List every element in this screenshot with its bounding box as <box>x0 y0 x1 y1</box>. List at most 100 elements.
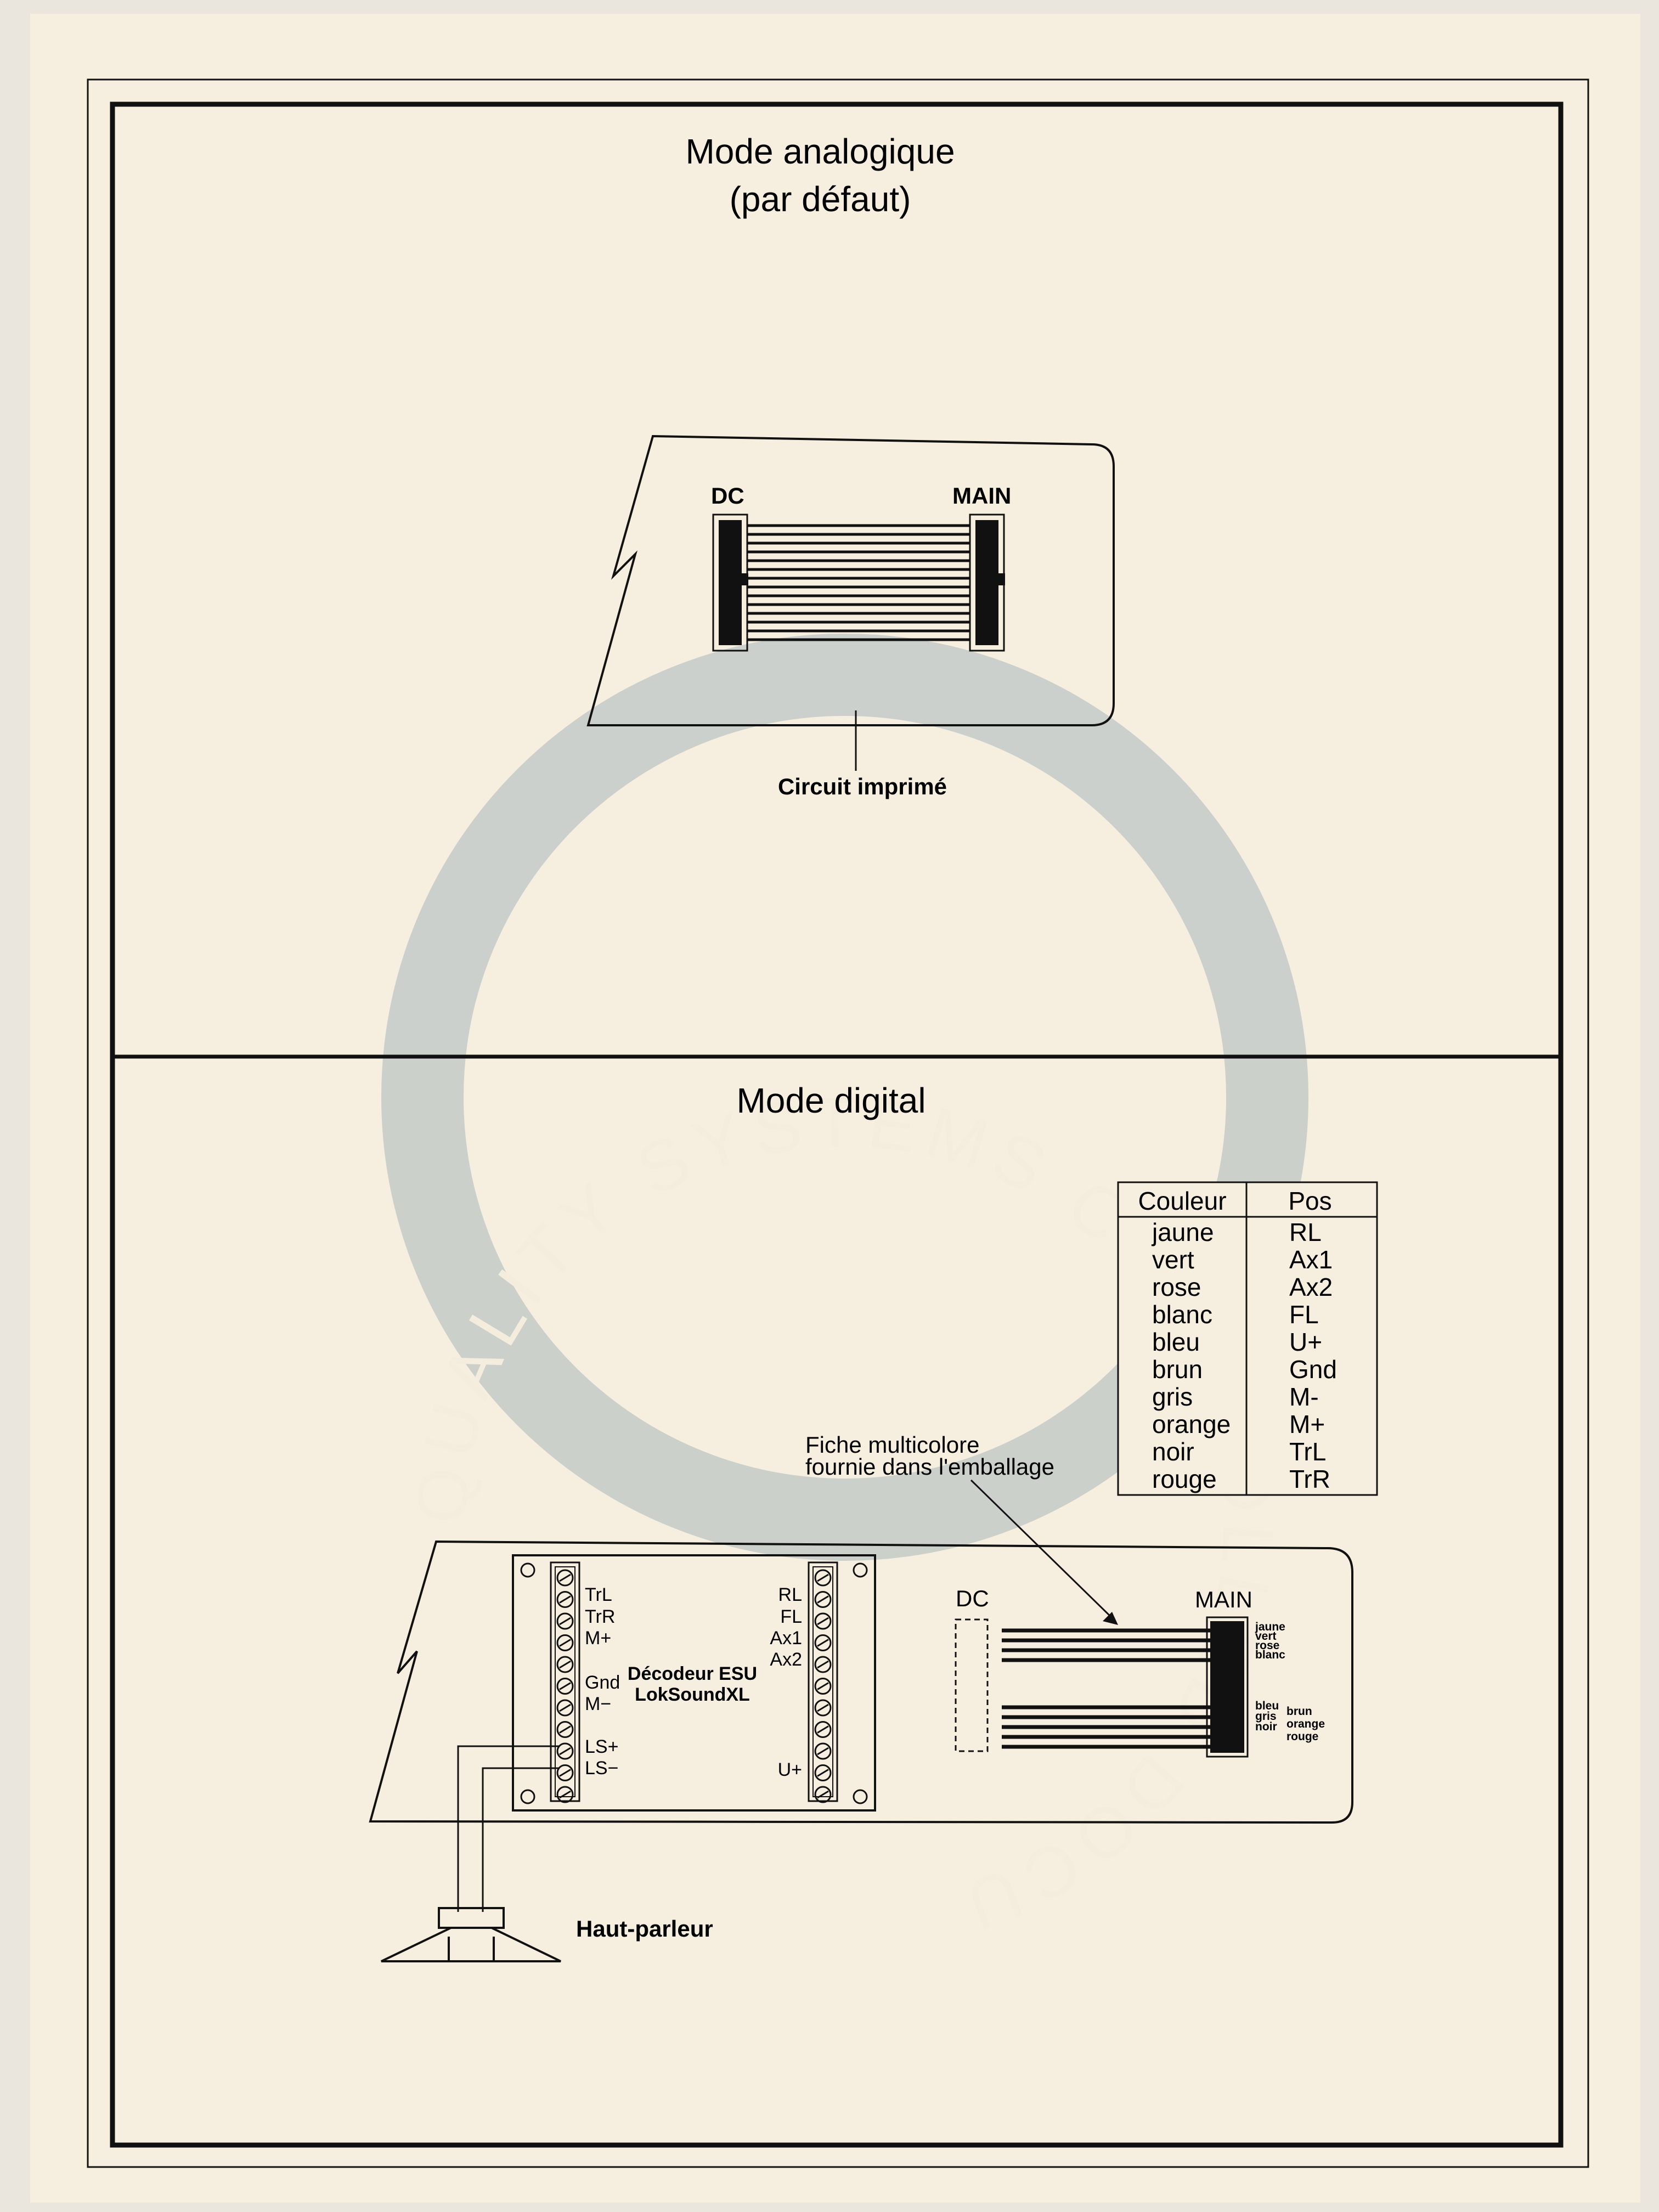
terminal-screw <box>556 1569 574 1587</box>
table-cell-color: vert <box>1152 1245 1194 1274</box>
table-cell-pos: TrR <box>1289 1465 1330 1493</box>
wire-color-label: vert <box>1255 1630 1277 1643</box>
table-cell-pos: M- <box>1289 1383 1319 1411</box>
table-cell-pos: RL <box>1289 1218 1322 1246</box>
terminal-screw <box>814 1678 832 1695</box>
terminal-screw <box>814 1656 832 1673</box>
table-cell-color: gris <box>1152 1383 1193 1411</box>
digital-board-outline <box>369 1540 1353 1824</box>
wire-color-label: bleu <box>1255 1700 1279 1712</box>
terminal-screw <box>556 1634 574 1651</box>
wire-color-label: rouge <box>1286 1730 1318 1743</box>
table-cell-pos: Ax2 <box>1289 1273 1333 1301</box>
table-cell-color: rouge <box>1152 1465 1217 1493</box>
multicolor-plug-wires <box>1002 1628 1210 1749</box>
terminal-screw <box>814 1786 832 1803</box>
terminal-screw <box>556 1742 574 1760</box>
paper <box>30 14 1640 2203</box>
left-terminal-block <box>550 1561 580 1803</box>
speaker-wires <box>457 1745 560 1912</box>
pin-label-right: Ax2 <box>770 1649 802 1670</box>
right-terminal-block <box>808 1561 838 1803</box>
terminal-screw <box>814 1612 832 1630</box>
decoder-name-line2: LokSoundXL <box>635 1684 750 1705</box>
pcb-label: Circuit imprimé <box>778 774 947 799</box>
terminal-screw <box>814 1634 832 1651</box>
table-cell-pos: U+ <box>1289 1328 1322 1356</box>
pin-label-left: LS+ <box>585 1736 618 1757</box>
inner-frame <box>110 101 1564 2148</box>
pin-label-left: TrR <box>585 1606 615 1627</box>
table-cell-color: orange <box>1152 1410 1231 1438</box>
table-cell-pos: Ax1 <box>1289 1245 1333 1274</box>
table-cell-pos: TrL <box>1289 1437 1326 1466</box>
table-cell-color: noir <box>1152 1437 1194 1466</box>
terminal-screw <box>556 1612 574 1630</box>
digital-dc-socket <box>955 1618 989 1752</box>
terminal-screw <box>814 1742 832 1760</box>
table-header-pos: Pos <box>1288 1187 1331 1215</box>
wire-color-label: jaune <box>1255 1621 1285 1633</box>
table-cell-pos: M+ <box>1289 1410 1325 1438</box>
analog-title: Mode analogique <box>685 132 955 171</box>
pin-label-left: Gnd <box>585 1672 620 1693</box>
plug-label-line2: fournie dans l'emballage <box>805 1454 1054 1480</box>
table-cell-color: jaune <box>1151 1218 1214 1246</box>
wire-color-label: blanc <box>1255 1649 1285 1661</box>
table-cell-color: brun <box>1152 1355 1203 1384</box>
pin-label-left: TrL <box>585 1584 612 1605</box>
wire-color-label: rose <box>1255 1639 1279 1652</box>
terminal-screw <box>556 1591 574 1608</box>
analog-main-label: MAIN <box>952 483 1011 509</box>
terminal-screw <box>556 1764 574 1781</box>
terminal-screw <box>556 1699 574 1717</box>
speaker-icon <box>381 1907 561 1962</box>
table-header-color: Couleur <box>1138 1187 1226 1215</box>
analog-jumper-wires <box>747 524 970 641</box>
analog-pcb-outline <box>586 435 1115 726</box>
terminal-screw <box>556 1721 574 1738</box>
speaker-label: Haut-parleur <box>576 1916 713 1942</box>
terminal-screw <box>556 1678 574 1695</box>
digital-main-connector <box>1210 1621 1244 1753</box>
mounting-hole <box>853 1789 868 1804</box>
terminal-screw <box>556 1786 574 1803</box>
terminal-screw <box>814 1764 832 1781</box>
table-cell-color: blanc <box>1152 1300 1212 1329</box>
analog-dc-label: DC <box>711 483 744 509</box>
pin-label-right: U+ <box>778 1759 802 1780</box>
terminal-screw <box>814 1591 832 1608</box>
terminal-screw <box>814 1699 832 1717</box>
terminal-screw <box>556 1656 574 1673</box>
table-cell-pos: Gnd <box>1289 1355 1337 1384</box>
table-cell-pos: FL <box>1289 1300 1319 1329</box>
digital-main-label: MAIN <box>1195 1587 1252 1612</box>
wire-color-label: noir <box>1255 1720 1277 1733</box>
analog-dc-connector <box>712 514 748 652</box>
decoder-body <box>512 1554 876 1812</box>
wire-color-label: orange <box>1286 1718 1325 1730</box>
pin-label-right: Ax1 <box>770 1628 802 1649</box>
pin-label-left: M+ <box>585 1628 611 1649</box>
digital-main-connector-frame <box>1206 1616 1249 1758</box>
wire-color-label: gris <box>1255 1710 1277 1723</box>
wire-color-label: brun <box>1286 1705 1312 1718</box>
plug-arrow <box>970 1479 1118 1625</box>
digital-dc-label: DC <box>956 1585 989 1611</box>
pin-label-right: RL <box>778 1584 802 1605</box>
mounting-hole <box>853 1562 868 1578</box>
plug-label-line1: Fiche multicolore <box>805 1432 979 1458</box>
pin-label-left: M− <box>585 1694 611 1714</box>
mounting-hole <box>520 1562 535 1578</box>
table-cell-color: bleu <box>1152 1328 1200 1356</box>
analog-subtitle: (par défaut) <box>730 179 911 219</box>
terminal-screw <box>814 1721 832 1738</box>
analog-main-connector <box>969 514 1005 652</box>
digital-title: Mode digital <box>736 1081 926 1120</box>
mounting-hole <box>520 1789 535 1804</box>
pin-label-right: FL <box>780 1606 802 1627</box>
decoder-name-line1: Décodeur ESU <box>628 1663 757 1684</box>
outer-frame <box>87 78 1589 2168</box>
pin-label-left: LS− <box>585 1758 618 1779</box>
